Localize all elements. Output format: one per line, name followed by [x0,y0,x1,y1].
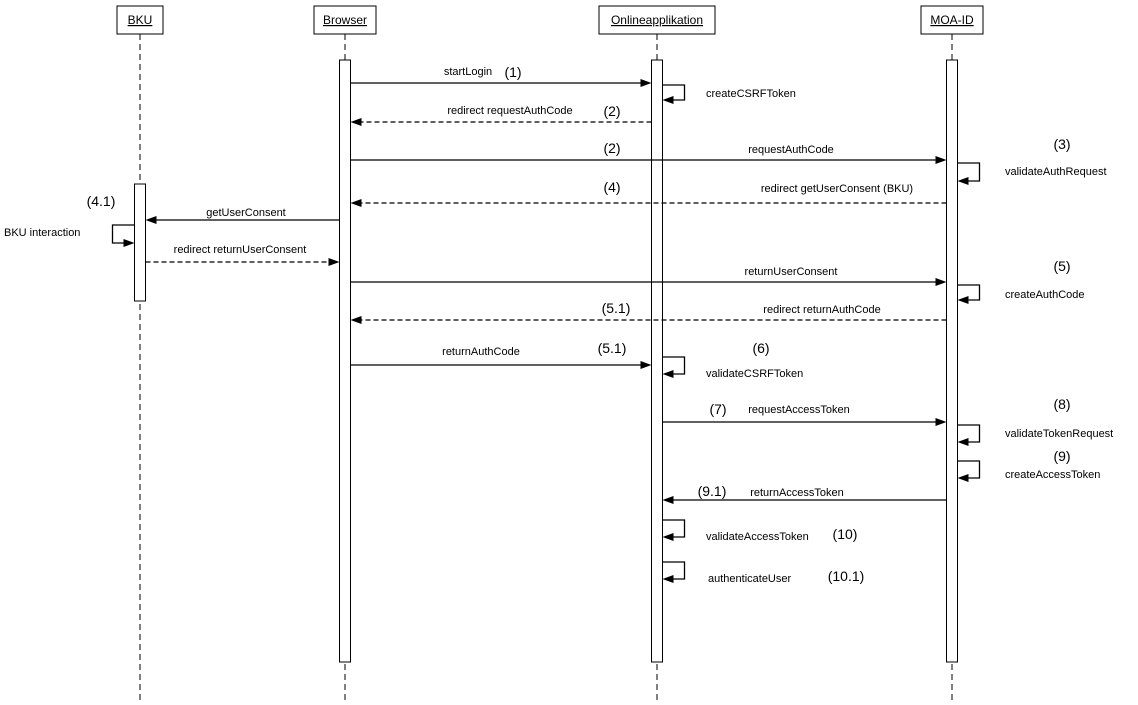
message-number-redirect-requestauthcode: (2) [603,103,620,119]
self-call-number-validatetokenrequest: (8) [1053,396,1070,412]
self-call-number-createaccesstoken: (9) [1053,448,1070,464]
participant-label-onlineapp: Onlineapplikation [611,13,703,27]
self-call-arrowhead-validateauthrequest [957,177,969,185]
self-call-arrowhead-validatecsrftoken [662,370,674,378]
message-arrowhead-returnuserconsent [935,278,947,286]
message-number-requestaccesstoken: (7) [709,401,726,417]
self-call-arrowhead-createauthcode [957,296,969,304]
self-call-label-validateauthrequest: validateAuthRequest [1005,166,1107,178]
message-label-returnauthcode: returnAuthCode [442,346,520,358]
participant-box-bku [116,5,164,35]
message-label-getuserconsent: getUserConsent [206,207,286,219]
participant-box-moaid [920,5,984,35]
participant-label-bku: BKU [128,13,153,27]
self-call-label-validatecsrftoken: validateCSRFToken [706,368,803,380]
message-arrowhead-getuserconsent [145,216,157,224]
self-call-line-createcsrftoken [662,84,686,101]
activation-bar-onlineapp [651,59,663,663]
self-call-line-bku-interaction [111,224,135,244]
self-call-arrowhead-createcsrftoken [662,96,674,104]
message-arrowhead-returnauthcode [640,361,652,369]
message-label-requestaccesstoken: requestAccessToken [748,404,850,416]
message-number-startlogin: (1) [504,64,521,80]
self-call-label-bku-interaction: BKU interaction [4,227,80,239]
self-call-line-validateauthrequest [957,162,981,182]
activation-bar-browser [339,59,351,663]
self-call-number-validatecsrftoken: (6) [752,340,769,356]
message-number-returnaccesstoken: (9.1) [698,483,727,499]
self-call-arrowhead-bku-interaction [123,239,135,247]
activation-bar-moaid [946,59,958,663]
message-arrowhead-requestaccesstoken [935,418,947,426]
message-label-requestauthcode: requestAuthCode [748,144,834,156]
message-number-requestauthcode: (2) [603,140,620,156]
message-label-returnuserconsent: returnUserConsent [745,266,838,278]
message-number-redirect-getuserconsent-bku: (4) [603,179,620,195]
self-call-arrowhead-authenticateuser [662,575,674,583]
self-call-number-validateauthrequest: (3) [1053,136,1070,152]
message-label-startlogin: startLogin [444,66,492,78]
self-call-label-validatetokenrequest: validateTokenRequest [1005,428,1113,440]
message-arrowhead-startlogin [640,79,652,87]
participant-box-browser [313,5,377,35]
message-label-redirect-returnauthcode: redirect returnAuthCode [763,304,880,316]
message-label-redirect-requestauthcode: redirect requestAuthCode [447,105,572,117]
participant-label-moaid: MOA-ID [930,13,974,27]
message-number-getuserconsent: (4.1) [87,193,116,209]
participant-box-onlineapp [598,5,716,35]
self-call-line-createauthcode [957,284,981,301]
self-call-arrowhead-validatetokenrequest [957,438,969,446]
activation-bar-bku [134,183,146,302]
self-call-arrowhead-validateaccesstoken [662,533,674,541]
self-call-label-createauthcode: createAuthCode [1005,289,1085,301]
self-call-line-validateaccesstoken [662,519,686,538]
message-number-redirect-returnauthcode: (5.1) [602,300,631,316]
self-call-number-authenticateuser: (10.1) [828,568,865,584]
self-call-label-validateaccesstoken: validateAccessToken [706,531,809,543]
self-call-line-authenticateuser [662,561,686,580]
message-arrowhead-requestauthcode [935,156,947,164]
message-arrowhead-redirect-requestauthcode [350,118,362,126]
self-call-label-createcsrftoken: createCSRFToken [706,88,796,100]
message-label-redirect-getuserconsent-bku: redirect getUserConsent (BKU) [761,183,913,195]
message-number-returnauthcode: (5.1) [598,340,627,356]
self-call-label-authenticateuser: authenticateUser [708,573,791,585]
message-label-returnaccesstoken: returnAccessToken [750,487,844,499]
message-arrowhead-redirect-getuserconsent-bku [350,199,362,207]
message-label-redirect-returnuserconsent: redirect returnUserConsent [174,244,307,256]
self-call-number-createauthcode: (5) [1053,258,1070,274]
message-arrowhead-redirect-returnuserconsent [328,258,340,266]
self-call-arrowhead-createaccesstoken [957,474,969,482]
message-arrowhead-returnaccesstoken [662,496,674,504]
self-call-label-createaccesstoken: createAccessToken [1005,469,1100,481]
self-call-line-createaccesstoken [957,460,981,479]
message-arrowhead-redirect-returnauthcode [350,316,362,324]
self-call-line-validatetokenrequest [957,424,981,443]
self-call-line-validatecsrftoken [662,356,686,375]
participant-label-browser: Browser [323,13,367,27]
self-call-number-validateaccesstoken: (10) [833,526,858,542]
